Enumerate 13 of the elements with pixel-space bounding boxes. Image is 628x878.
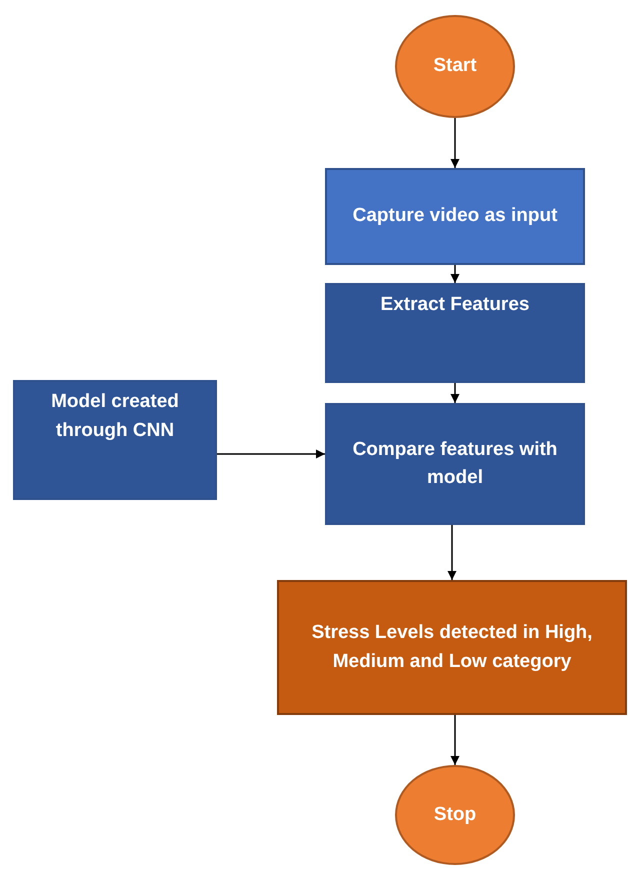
arrow [448,525,456,580]
start-oval: Start [395,15,515,118]
stop-oval: Stop [395,765,515,865]
input-box: Model created through CNN [13,380,217,500]
arrow [450,265,460,283]
arrow [450,383,460,403]
arrow [217,450,325,458]
arrow [450,118,460,168]
result-box: Stress Levels detected in High, Medium and Low category [277,580,627,715]
arrow [450,715,460,765]
process-box: Compare features with model [325,403,585,525]
process-box: Capture video as input [325,168,585,265]
process-box: Extract Features [325,283,585,383]
